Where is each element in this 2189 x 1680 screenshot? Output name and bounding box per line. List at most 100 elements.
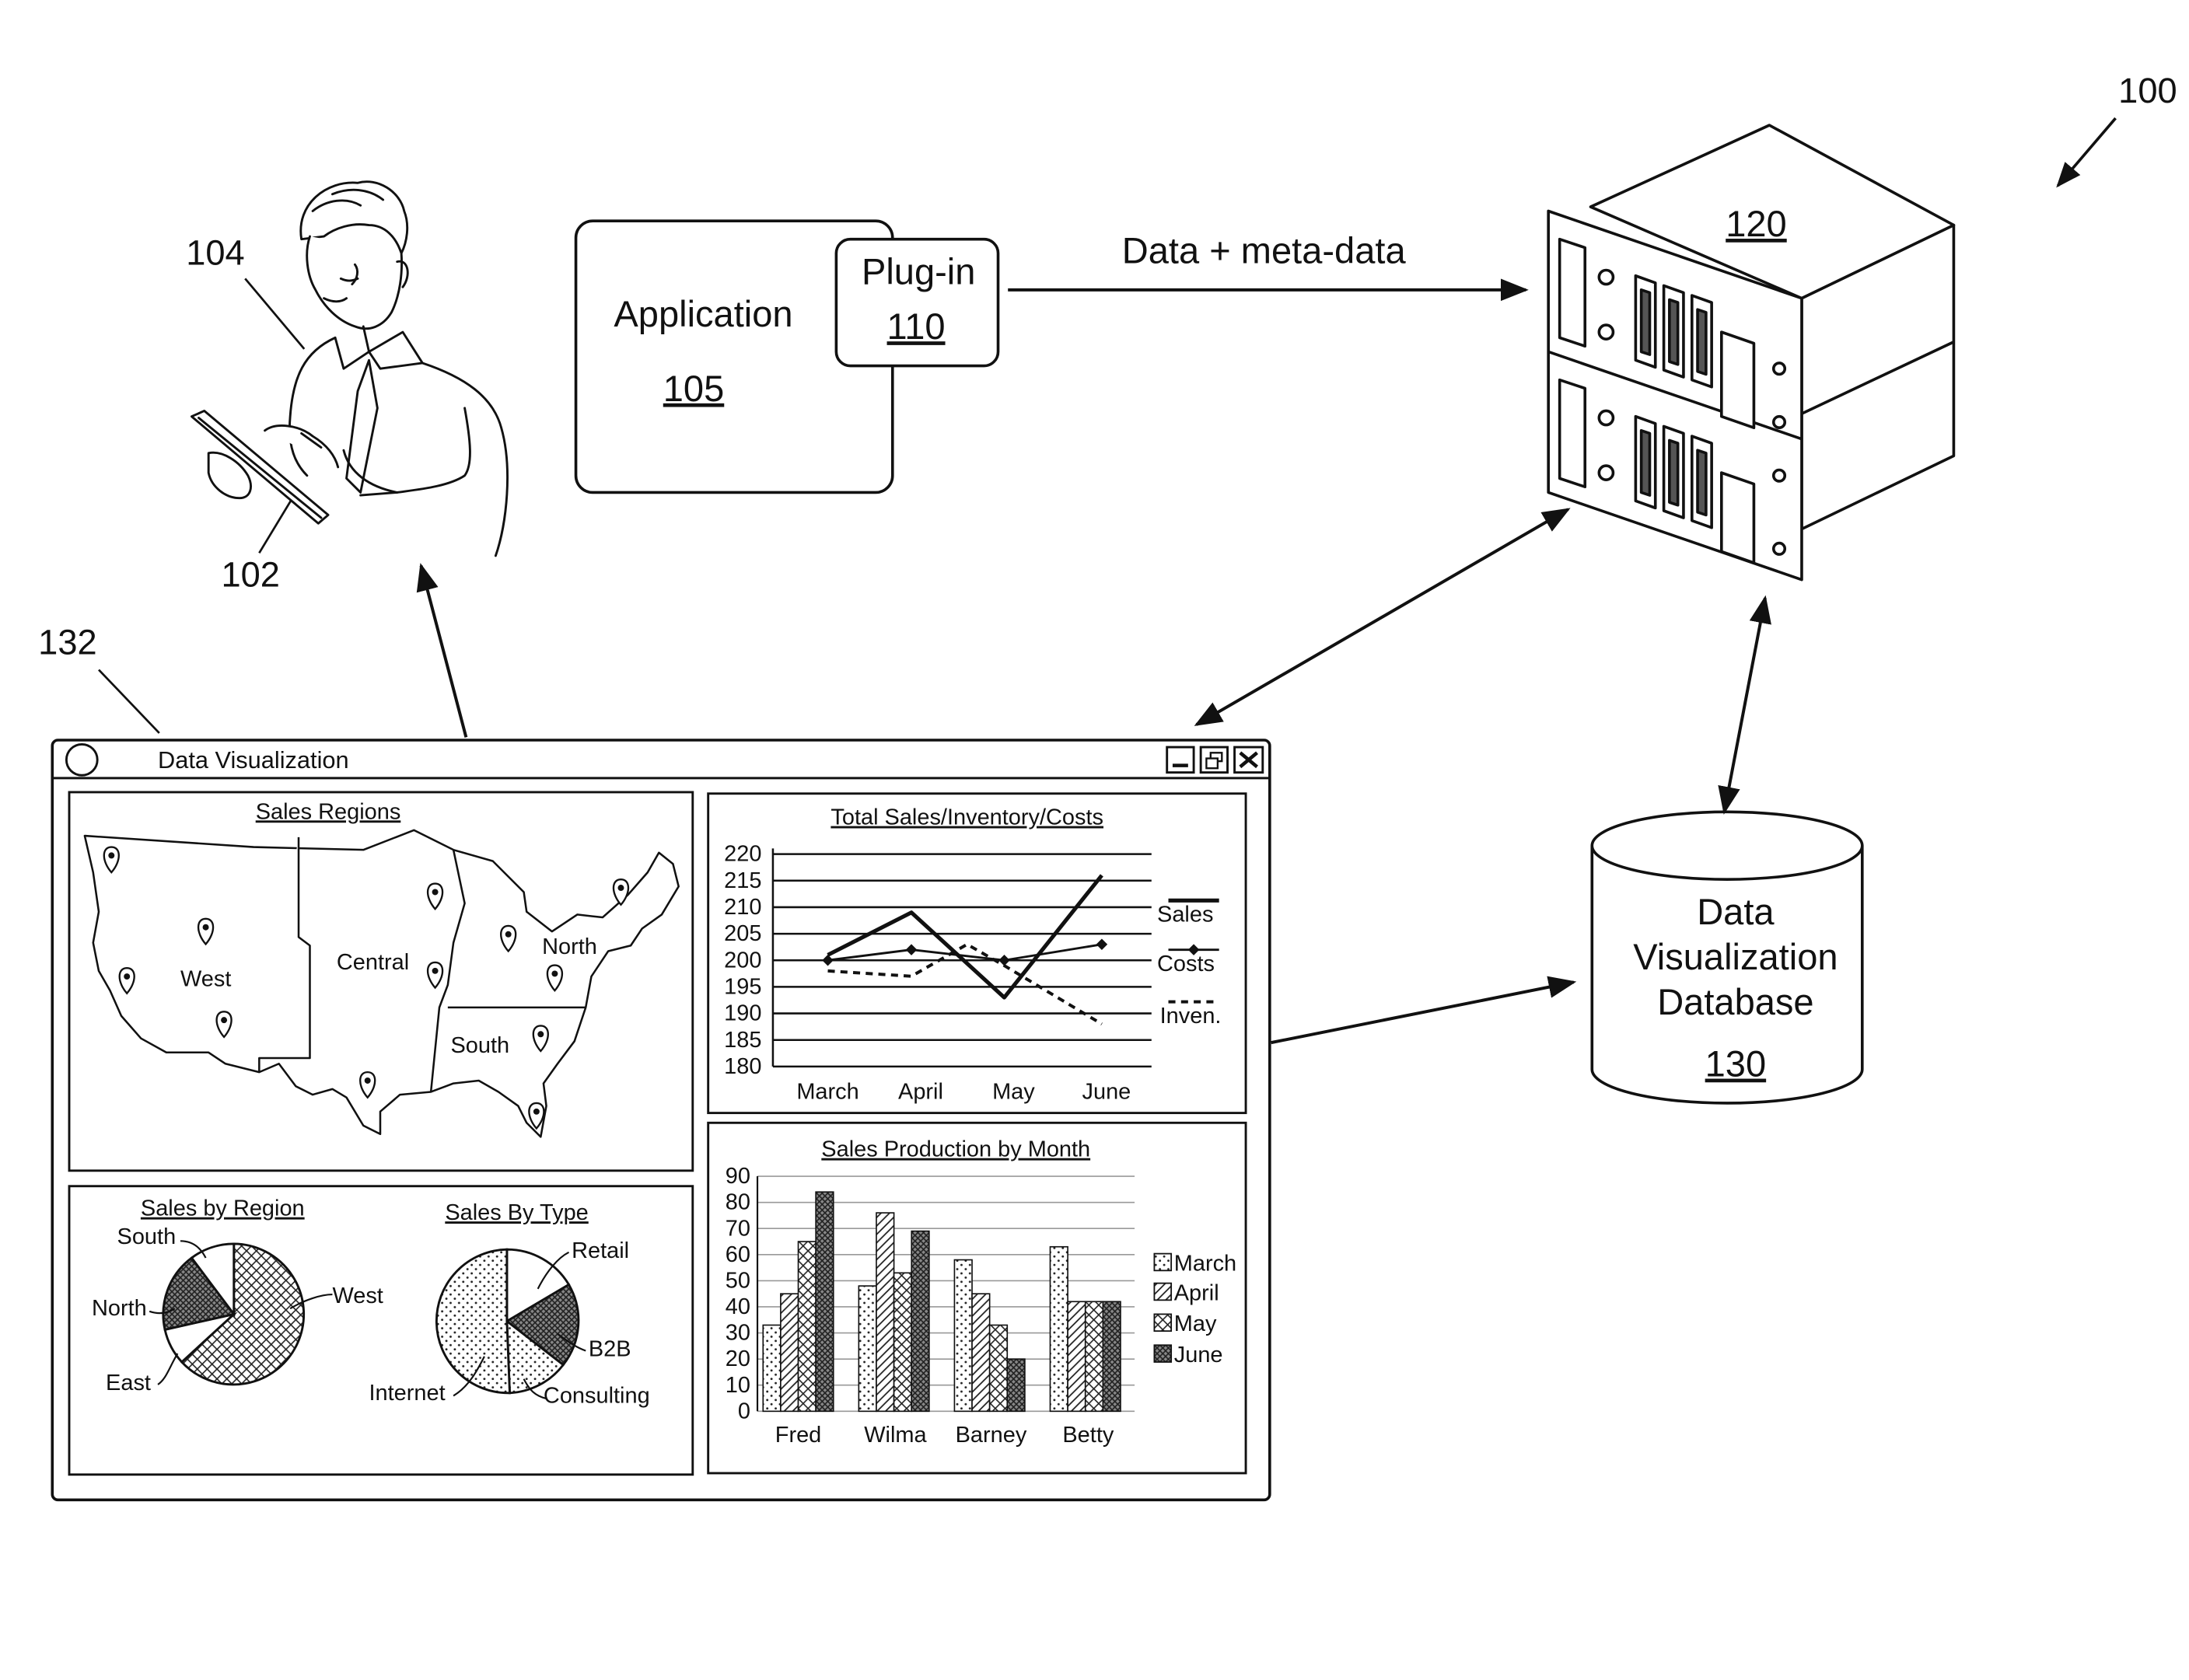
region-pie-labels	[149, 1240, 333, 1385]
database-line1: Data	[1697, 891, 1775, 932]
line-chart-y-tick: 200	[724, 948, 761, 973]
bar-chart-y-tick: 60	[726, 1242, 750, 1267]
bar-legend-swatch	[1153, 1313, 1173, 1332]
pie-slice-internet	[435, 1248, 511, 1395]
line-series-costs	[827, 943, 1103, 962]
bar-may-betty	[1084, 1301, 1104, 1413]
bar-june-barney	[1006, 1358, 1026, 1413]
minimize-icon[interactable]	[1166, 746, 1195, 774]
bar-chart-y-tick: 40	[726, 1294, 750, 1319]
region-pie-label-south: South	[117, 1224, 177, 1249]
bar-chart-x-tick: Fred	[775, 1423, 822, 1448]
map-pin-icon	[118, 967, 135, 995]
server-number: 120	[1726, 203, 1787, 244]
restore-icon[interactable]	[1199, 746, 1229, 774]
bar-june-wilma	[911, 1230, 930, 1413]
bar-april-wilma	[876, 1212, 895, 1413]
map-pin-dot	[533, 1108, 540, 1115]
ref-user-leader	[244, 278, 306, 350]
map-pin-dot	[108, 852, 115, 859]
map-pin-icon	[359, 1071, 376, 1099]
close-icon[interactable]	[1233, 746, 1264, 774]
line-chart-panel	[707, 792, 1247, 1115]
window-to-user-arrow	[416, 563, 468, 738]
bar-chart-x-tick: Wilma	[864, 1423, 927, 1448]
bar-chart-y-tick: 90	[726, 1164, 750, 1189]
line-chart-title: Total Sales/Inventory/Costs	[830, 805, 1103, 830]
plugin-box: Plug-in 110	[834, 237, 1000, 368]
pie-slice-north	[162, 1256, 236, 1332]
window-app-icon	[65, 742, 99, 777]
application-title: Application	[614, 293, 792, 334]
plugin-number: 110	[887, 306, 946, 347]
line-point-costs	[822, 955, 834, 966]
line-chart: Total Sales/Inventory/Costs2202152102052…	[724, 805, 1221, 1105]
bar-may-wilma	[893, 1272, 913, 1413]
region-label-south: South	[450, 1033, 509, 1058]
type-pie-label-b2b: B2B	[589, 1337, 631, 1362]
ref-system-arrow	[2056, 117, 2117, 188]
pie-slice-b2b	[505, 1283, 580, 1367]
pie-slice-retail	[505, 1248, 571, 1324]
data-metadata-label: Data + meta-data	[1122, 229, 1407, 271]
line-chart-y-tick: 180	[724, 1054, 761, 1079]
map-pin-icon	[532, 1025, 549, 1053]
region-pie-title: Sales by Region	[141, 1196, 305, 1221]
line-chart-x-tick: April	[898, 1080, 943, 1105]
server-database-arrow	[1718, 595, 1771, 815]
bar-chart-y-tick: 30	[726, 1321, 750, 1346]
map-pin-icon	[426, 882, 444, 910]
ref-system-label: 100	[2118, 71, 2177, 110]
bar-march-wilma	[858, 1285, 877, 1413]
window-server-arrow	[1194, 508, 1571, 726]
map-pin-dot	[221, 1017, 228, 1024]
window-title: Data Visualization	[158, 746, 349, 774]
line-legend-label: Inven.	[1160, 1004, 1222, 1029]
bar-april-betty	[1067, 1301, 1086, 1413]
region-label-west: West	[180, 967, 231, 992]
bar-legend-swatch	[1153, 1252, 1173, 1272]
map-pin-icon	[612, 878, 630, 906]
line-chart-x-tick: March	[796, 1080, 858, 1105]
region-pie-label-west: West	[332, 1284, 383, 1308]
map-pin-dot	[202, 924, 209, 931]
bar-legend-swatch	[1153, 1282, 1173, 1301]
line-chart-x-tick: May	[992, 1080, 1035, 1105]
region-pie-label-east: East	[106, 1371, 151, 1395]
database-cylinder	[1590, 810, 1864, 1105]
ref-device-leader	[258, 491, 297, 554]
ref-window-leader	[98, 669, 160, 734]
bar-legend-label: May	[1174, 1312, 1217, 1336]
line-chart-y-tick: 220	[724, 842, 761, 867]
bar-chart-y-tick: 20	[726, 1346, 750, 1371]
bar-june-betty	[1102, 1301, 1121, 1413]
us-map	[83, 829, 680, 1138]
bar-legend-label: March	[1174, 1251, 1236, 1276]
bar-chart-y-tick: 80	[726, 1190, 750, 1215]
region-pie-label-north: North	[92, 1296, 147, 1321]
bar-may-barney	[988, 1324, 1009, 1413]
type-pie-title: Sales By Type	[445, 1200, 588, 1225]
line-legend-label: Costs	[1157, 952, 1215, 976]
ref-user-label: 104	[186, 232, 244, 272]
bar-chart-y-tick: 70	[726, 1216, 750, 1241]
map-region-labels: West Central North South	[180, 934, 597, 1058]
map-pin-icon	[103, 846, 120, 874]
type-pie-label-internet: Internet	[369, 1381, 446, 1406]
bar-legend-swatch	[1153, 1344, 1173, 1363]
line-chart-y-tick: 185	[724, 1028, 761, 1053]
bar-chart: Sales Production by Month908070605040302…	[726, 1137, 1236, 1448]
bar-march-barney	[953, 1259, 973, 1413]
map-pin-icon	[528, 1102, 545, 1130]
line-point-costs	[905, 944, 918, 955]
line-chart-x-tick: June	[1082, 1080, 1131, 1105]
map-pin-dot	[364, 1078, 371, 1084]
bar-march-betty	[1049, 1245, 1068, 1413]
line-chart-y-tick: 190	[724, 1001, 761, 1026]
application-number: 105	[663, 368, 724, 409]
window-to-database-arrow	[1271, 976, 1577, 1045]
bar-chart-x-tick: Barney	[956, 1423, 1027, 1448]
bar-june-fred	[815, 1191, 834, 1413]
server-rack	[1547, 124, 1956, 582]
